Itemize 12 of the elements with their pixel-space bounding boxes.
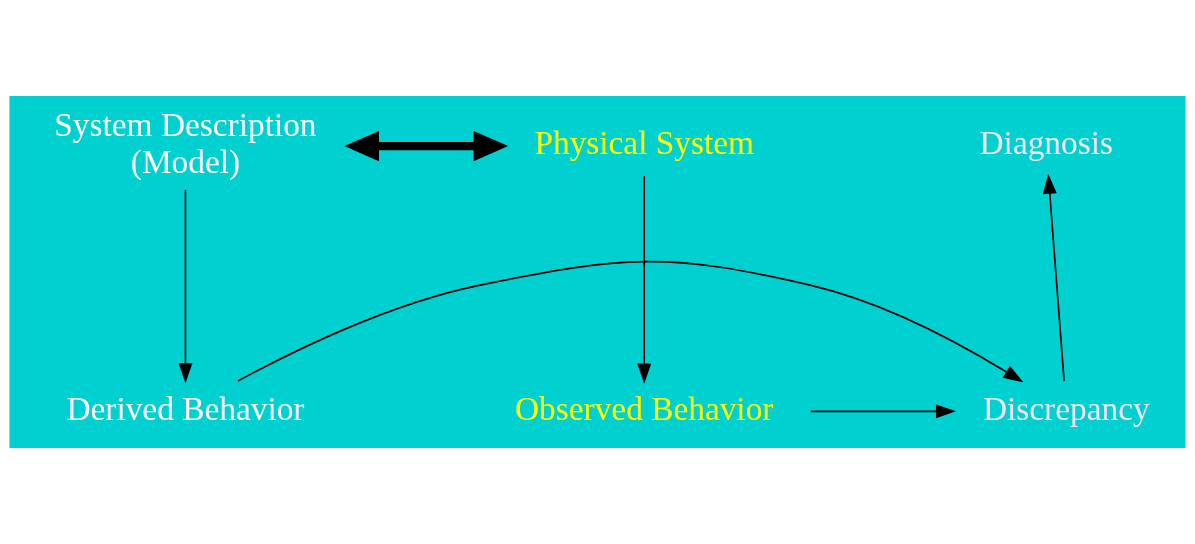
node-text: Diagnosis [979, 124, 1113, 162]
node-text: System Description (Model) [54, 106, 317, 180]
arrow [178, 188, 193, 384]
arrow [237, 260, 1024, 383]
arrow [344, 130, 509, 162]
node-text: Physical System [534, 124, 755, 162]
node-text: Discrepancy [982, 389, 1150, 427]
arrow [809, 404, 956, 419]
node-text: Observed Behavior [514, 389, 774, 427]
arrow [637, 175, 652, 384]
node-text: Derived Behavior [66, 389, 305, 427]
arrow [1042, 173, 1065, 382]
